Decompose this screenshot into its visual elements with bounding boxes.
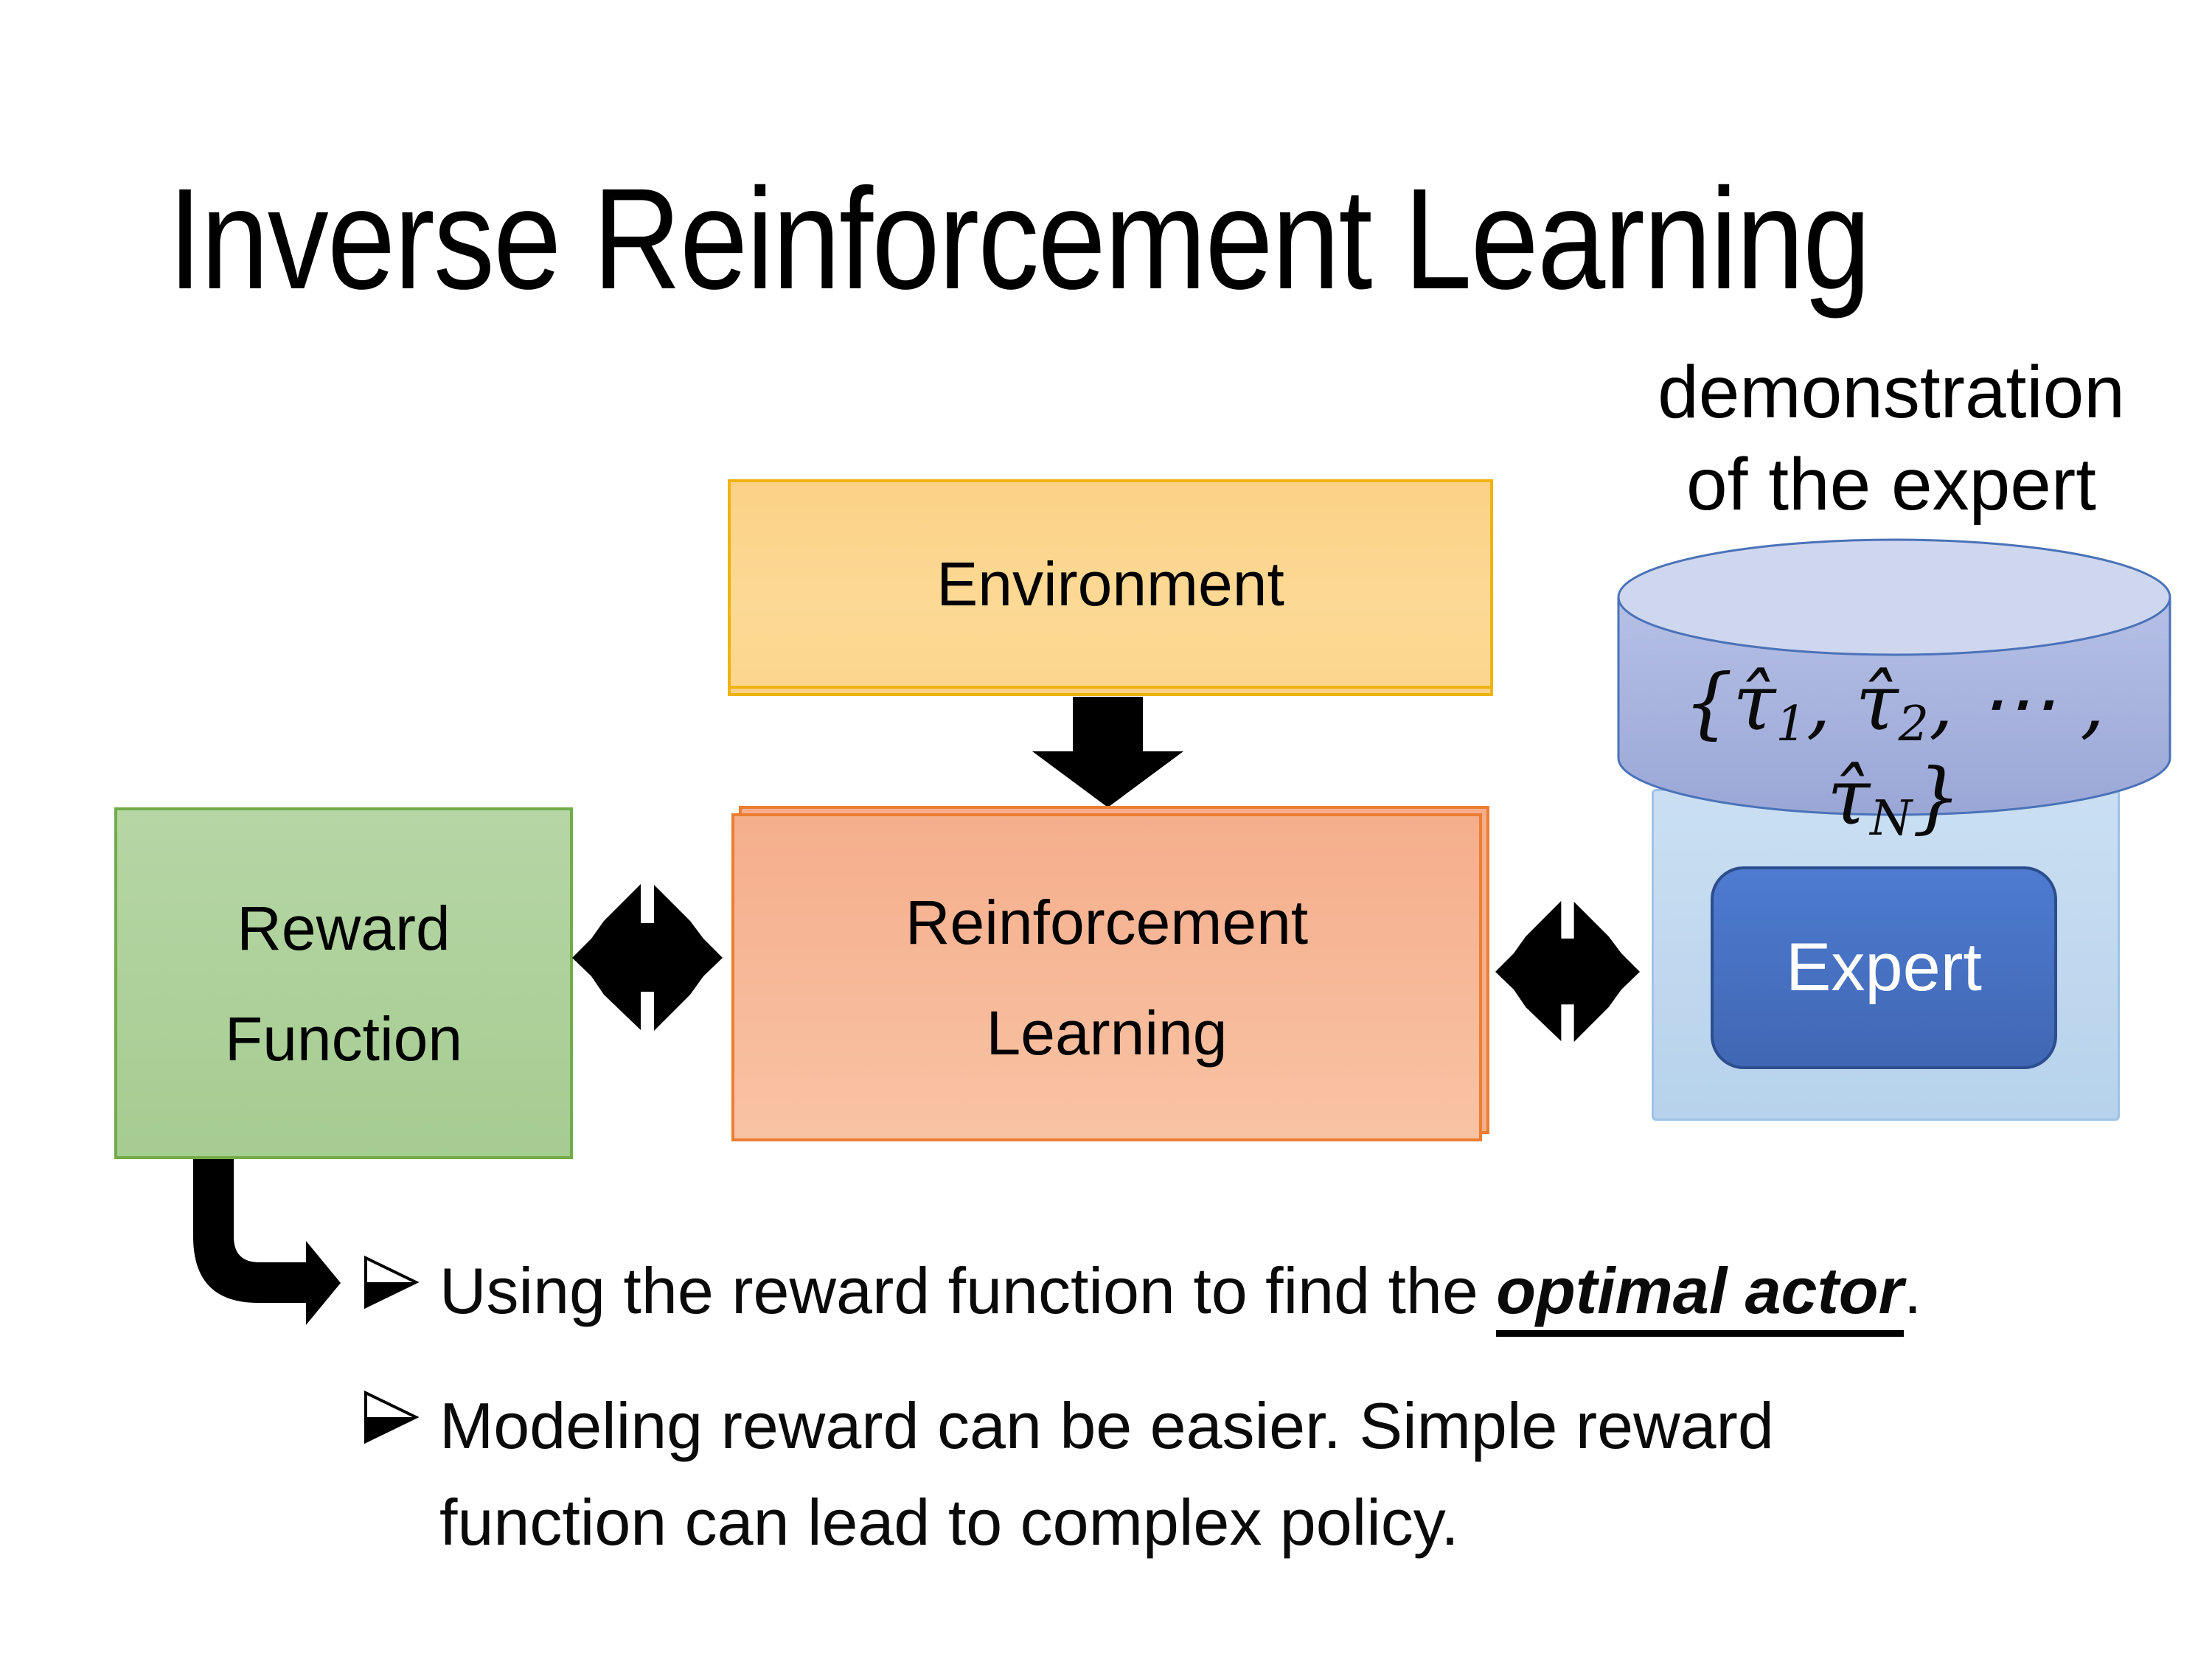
tau-hat: τ̂ bbox=[1827, 752, 1871, 842]
list-item: Using the reward function to find the op… bbox=[361, 1242, 1921, 1339]
environment-label: Environment bbox=[936, 549, 1284, 619]
bullet-text-prefix: Using the reward function to find the bbox=[439, 1254, 1497, 1327]
tau-hat: τ̂ bbox=[1855, 658, 1899, 748]
formula-sub-N: N bbox=[1870, 791, 1913, 846]
demonstration-database-icon bbox=[1617, 538, 2171, 816]
bullet-text: Using the reward function to find the op… bbox=[439, 1242, 1921, 1339]
bullet-arrow-icon bbox=[364, 1255, 420, 1310]
reward-function-label: Reward Function bbox=[224, 893, 463, 1074]
bullet-arrow-icon bbox=[364, 1390, 420, 1444]
page-title: Inverse Reinforcement Learning bbox=[168, 159, 1871, 319]
reward-function-box: Reward Function bbox=[114, 807, 573, 1159]
double-arrow-left-icon bbox=[572, 884, 723, 1031]
bullet-text-suffix: . bbox=[1903, 1254, 1922, 1327]
tau-hat: τ̂ bbox=[1733, 658, 1776, 748]
reinforcement-learning-label: Reinforcement Learning bbox=[905, 887, 1309, 1068]
optimal-actor-emphasis: optimal actor bbox=[1496, 1254, 1904, 1337]
bullet-text-body: Modeling reward can be easier. Simple re… bbox=[439, 1389, 1774, 1559]
environment-box: Environment bbox=[728, 479, 1493, 689]
expert-label: Expert bbox=[1786, 930, 1982, 1005]
formula-sub-2: 2 bbox=[1898, 697, 1930, 752]
bullet-text: Modeling reward can be easier. Simple re… bbox=[439, 1377, 1840, 1571]
formula-separator: , ⋯ , bbox=[1929, 658, 2105, 748]
list-item: Modeling reward can be easier. Simple re… bbox=[361, 1377, 1921, 1571]
reinforcement-learning-box: Reinforcement Learning bbox=[731, 813, 1482, 1141]
expert-box: Expert bbox=[1711, 866, 2057, 1069]
expert-demo-caption: demonstration of the expert bbox=[1593, 347, 2190, 531]
caption-line-2: of the expert bbox=[1686, 443, 2096, 526]
caption-line-1: demonstration bbox=[1658, 351, 2125, 434]
down-arrow-icon bbox=[1032, 697, 1183, 807]
trajectory-set-formula: {τ̂1, τ̂2, ⋯ , τ̂N} bbox=[1616, 658, 2172, 846]
elbow-arrow-icon bbox=[193, 1159, 341, 1325]
formula-close-brace: } bbox=[1912, 752, 1961, 842]
bullet-list: Using the reward function to find the op… bbox=[361, 1242, 1921, 1609]
formula-separator: , bbox=[1806, 658, 1856, 748]
double-arrow-right-icon bbox=[1495, 900, 1640, 1043]
formula-sub-1: 1 bbox=[1775, 697, 1806, 752]
formula-open-brace: { bbox=[1683, 658, 1733, 748]
